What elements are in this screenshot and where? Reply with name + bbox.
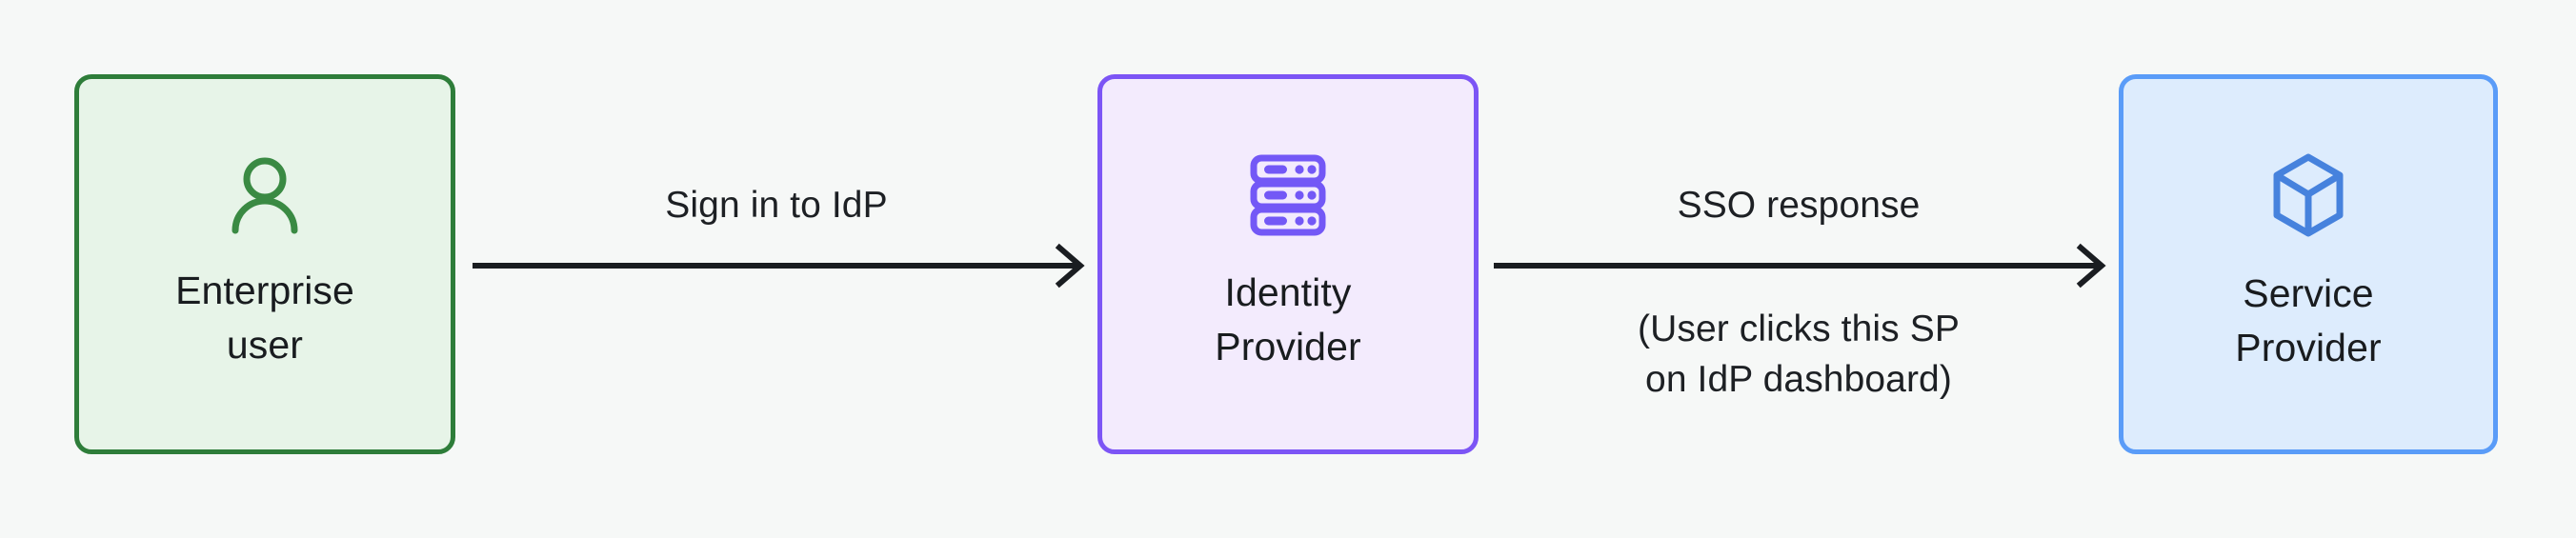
node-service-provider-label: Service Provider: [2235, 271, 2382, 369]
arrow-user-to-idp-icon: [473, 243, 1085, 289]
cube-icon: [2270, 153, 2346, 242]
node-enterprise-user-label: Enterprise user: [175, 269, 354, 367]
edge-idp-to-sp: SSO response (User clicks this SP on IdP…: [1479, 0, 2119, 533]
node-service-provider[interactable]: Service Provider: [2119, 74, 2498, 454]
server-rack-icon: [1249, 154, 1327, 241]
edge-label-sso-response: SSO response: [1677, 185, 1921, 226]
edge-label-sign-in-to-idp: Sign in to IdP: [665, 185, 888, 226]
node-identity-provider[interactable]: Identity Provider: [1097, 74, 1479, 454]
person-icon: [229, 156, 301, 239]
arrow-idp-to-sp-icon: [1494, 243, 2106, 289]
node-enterprise-user[interactable]: Enterprise user: [74, 74, 455, 454]
node-identity-provider-label: Identity Provider: [1215, 270, 1361, 369]
edge-label-sso-note: (User clicks this SP on IdP dashboard): [1638, 309, 1960, 400]
edge-user-to-idp: Sign in to IdP: [455, 0, 1097, 533]
